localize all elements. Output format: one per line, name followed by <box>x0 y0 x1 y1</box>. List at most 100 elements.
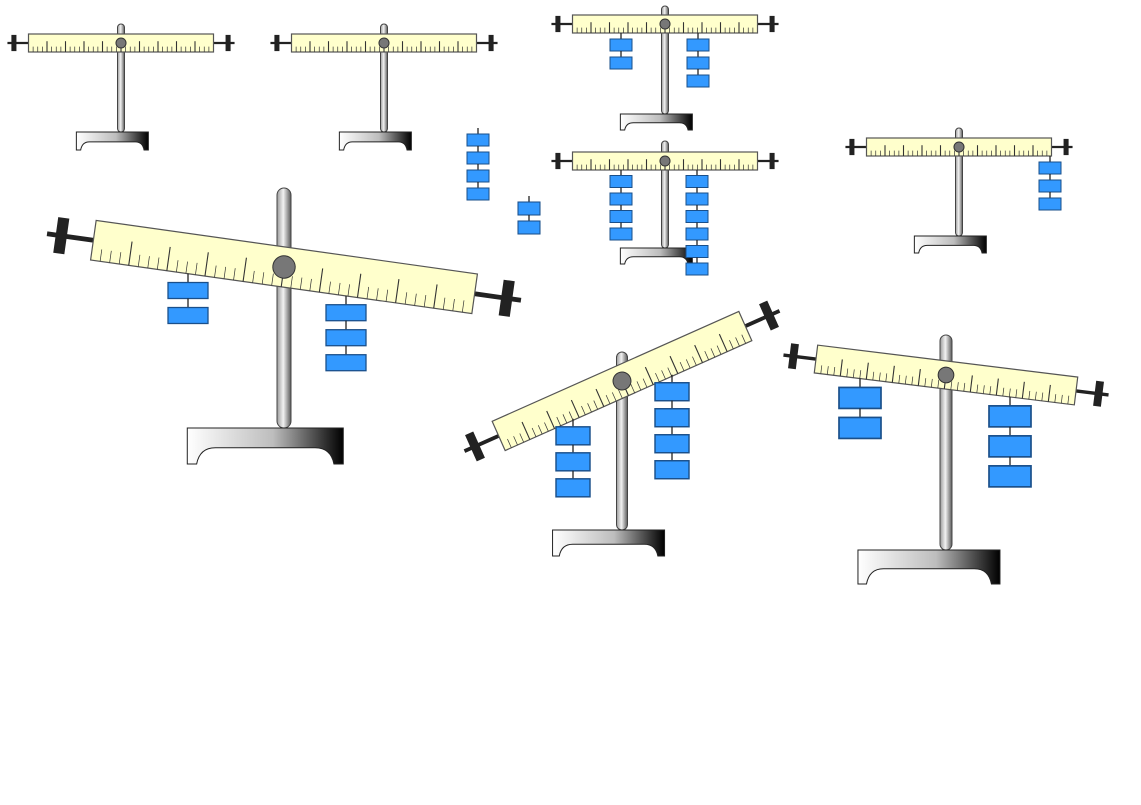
beam-tick <box>309 278 312 291</box>
beam-tick <box>366 286 370 299</box>
beam-tick <box>261 272 265 285</box>
beam-tick <box>718 333 728 352</box>
beam-tick <box>581 405 586 415</box>
ruler-beam-icon <box>270 33 498 53</box>
beam-tick <box>1002 387 1005 397</box>
beam-tick <box>826 366 829 375</box>
beam-tick <box>839 359 843 377</box>
beam-tick <box>137 254 141 267</box>
beam-tick <box>347 284 350 297</box>
stand-base <box>338 131 412 151</box>
lever-setup-tilted-3-vs-4 <box>463 300 781 557</box>
lever-setup-balance-empty-2 <box>270 23 498 151</box>
beam-tick <box>692 356 697 366</box>
hook-weight-icon <box>466 151 490 165</box>
beam-tick <box>544 422 549 432</box>
beam-tick <box>710 348 716 358</box>
beam-tick <box>587 403 592 413</box>
beam-tick <box>605 394 611 404</box>
hook-weight-icon <box>685 210 709 223</box>
beam-tick <box>630 383 635 394</box>
beam-tick <box>865 362 869 380</box>
beam-tick <box>1008 388 1011 397</box>
lever-stand-icon <box>186 187 344 465</box>
lever-setup-balance-2-vs-3 <box>551 5 779 131</box>
beam-tick <box>433 284 438 309</box>
ruler-beam-icon <box>7 33 235 53</box>
hook-weight-icon <box>609 56 633 70</box>
beam-tick <box>1034 391 1037 401</box>
beam-tick <box>917 368 921 386</box>
hook-weight-icon <box>466 187 490 201</box>
stand-base <box>552 529 666 557</box>
pivot-pin-icon <box>953 141 965 153</box>
left-weight-stack <box>167 273 209 325</box>
beam-tick <box>694 344 704 363</box>
beam-tick <box>956 382 959 391</box>
beam-tick <box>924 378 927 387</box>
right-weight-stack <box>325 295 367 372</box>
beam-tick <box>655 372 660 383</box>
beam-tick <box>618 389 623 399</box>
beam-tick <box>556 416 561 426</box>
beam-tick <box>930 378 933 388</box>
pivot-pin-icon <box>378 37 390 49</box>
beam-tick <box>537 425 543 435</box>
hook-weight-icon <box>654 434 690 454</box>
beam-tick <box>395 279 400 303</box>
beam-tick <box>661 370 666 380</box>
beam-tick <box>741 334 746 344</box>
hook-weight-icon <box>609 175 633 188</box>
beam-tick <box>950 381 953 390</box>
pivot-pin-icon <box>612 371 632 391</box>
beam-tick <box>904 375 907 385</box>
hook-weight-icon <box>466 133 490 147</box>
ruler-beam-icon <box>551 14 779 34</box>
balance-nut-icon <box>783 353 817 361</box>
beam-tick <box>185 261 188 274</box>
hook-weight-icon <box>685 192 709 206</box>
beam-tick <box>385 289 389 302</box>
hook-weight-icon <box>1038 161 1062 175</box>
beam-tick <box>376 288 379 301</box>
pivot-pin-icon <box>272 255 296 279</box>
beam-tick <box>328 281 331 294</box>
hook-weight-icon <box>325 304 367 322</box>
hook-weight-icon <box>325 329 367 347</box>
pivot-pin-icon <box>659 155 671 167</box>
beam-tick <box>356 273 362 298</box>
balance-nut-icon <box>1075 389 1109 397</box>
hook-weight-icon <box>325 354 367 372</box>
hook-weight-icon <box>555 478 591 498</box>
hook-weight-icon <box>686 38 710 52</box>
pivot-pin-icon <box>659 18 671 30</box>
stand-base <box>186 427 344 465</box>
beam-tick <box>679 361 685 372</box>
beam-tick <box>519 433 524 443</box>
ruler-beam-icon <box>551 151 779 171</box>
hook-weight-icon <box>685 245 709 258</box>
beam-tick <box>1028 390 1031 400</box>
beam-tick <box>242 257 247 282</box>
ruler-beam-icon <box>463 300 781 462</box>
balance-nut-icon <box>53 217 70 255</box>
stand-base <box>857 549 1001 585</box>
beam-tick <box>507 438 512 448</box>
beam-tick <box>299 277 303 290</box>
beam-tick <box>878 372 881 381</box>
right-weight-stack <box>654 374 690 480</box>
balance-nut-icon <box>474 291 522 303</box>
beam-tick <box>1047 384 1051 402</box>
beam-tick <box>735 337 740 347</box>
hook-weight-icon <box>686 56 710 70</box>
right-weight-stack <box>988 396 1032 488</box>
hook-weight-icon <box>555 426 591 446</box>
ruler-beam-icon <box>845 137 1073 157</box>
left-weight-stack <box>609 170 633 241</box>
beam-tick <box>338 282 341 295</box>
beam-tick <box>595 388 605 407</box>
beam-tick <box>989 386 992 395</box>
beam-tick <box>147 256 150 269</box>
beam-tick <box>846 368 849 377</box>
stand-base <box>619 247 693 265</box>
